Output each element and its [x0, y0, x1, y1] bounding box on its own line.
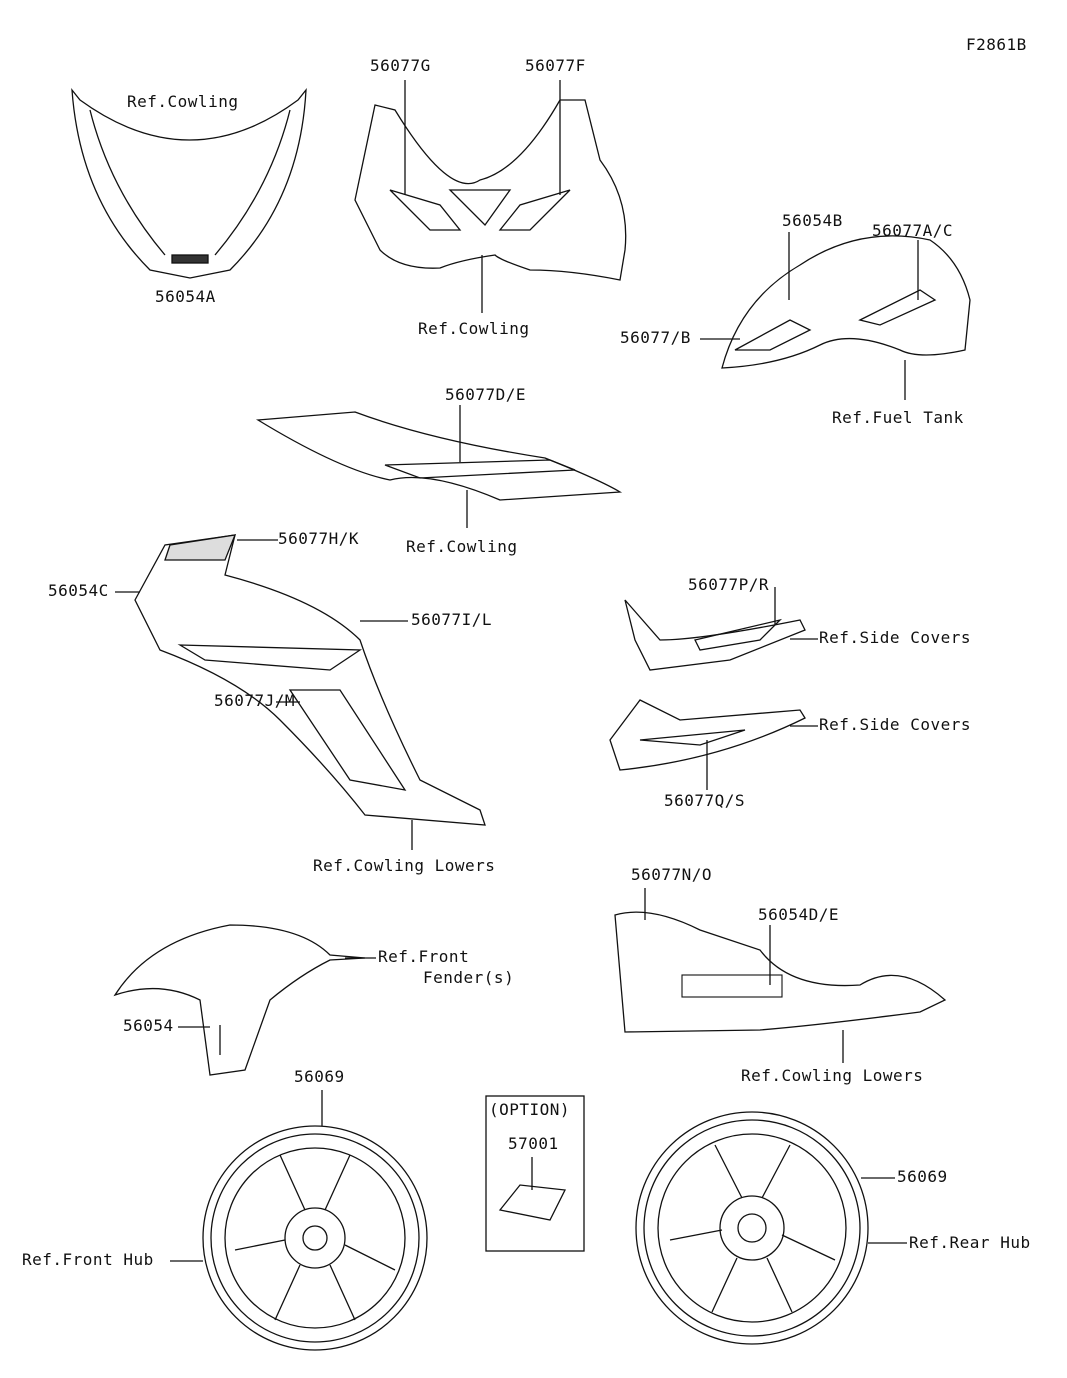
- rear-wheel-part-label: 56069: [897, 1167, 948, 1186]
- front-fender-ref-label-2: Fender(s): [423, 968, 515, 987]
- side-cover-drawing-upper: [624, 587, 818, 671]
- upper-cowl-drawing: [354, 80, 627, 313]
- part-56077de-label: 56077D/E: [445, 385, 527, 404]
- windscreen-ref-label: Ref.Cowling: [127, 92, 239, 111]
- part-56077pr-label: 56077P/R: [688, 575, 770, 594]
- fuel-tank-ref-label: Ref.Fuel Tank: [832, 408, 964, 427]
- part-56054de-label: 56054D/E: [758, 905, 840, 924]
- rear-wheel-drawing: [635, 1111, 907, 1345]
- part-57001-label: 57001: [508, 1134, 559, 1153]
- part-56077il-label: 56077I/L: [411, 610, 493, 629]
- part-56077ac-label: 56077A/C: [872, 221, 954, 240]
- front-wheel-part-label: 56069: [294, 1067, 345, 1086]
- option-box: [485, 1095, 585, 1252]
- cowling-lowers-ref-label: Ref.Cowling Lowers: [741, 1066, 924, 1085]
- valve-cap-drawing: [498, 1157, 566, 1221]
- windscreen-drawing: [71, 87, 307, 279]
- tail-cowl-drawing: [255, 405, 623, 528]
- front-wheel-drawing: [170, 1090, 428, 1351]
- front-fender-ref-label: Ref.Front: [378, 947, 470, 966]
- part-56054c-label: 56054C: [48, 581, 109, 600]
- option-title: (OPTION): [489, 1100, 571, 1119]
- part-56077qs-label: 56077Q/S: [664, 791, 746, 810]
- front-fender-drawing: [113, 924, 376, 1076]
- diagram-id: F2861B: [966, 35, 1027, 54]
- tail-cowl-ref-label: Ref.Cowling: [406, 537, 518, 556]
- part-56077jm-label: 56077J/M: [214, 691, 296, 710]
- part-56077f-label: 56077F: [525, 56, 586, 75]
- part-56077b-label: 56077/B: [620, 328, 691, 347]
- side-covers-ref-label-2: Ref.Side Covers: [819, 715, 971, 734]
- side-fairing-drawing: [115, 534, 486, 850]
- side-fairing-ref-label: Ref.Cowling Lowers: [313, 856, 496, 875]
- part-56054-label: 56054: [123, 1016, 174, 1035]
- part-56054a-label: 56054A: [155, 287, 216, 306]
- front-hub-ref-label: Ref.Front Hub: [22, 1250, 154, 1269]
- upper-cowl-ref-label: Ref.Cowling: [418, 319, 530, 338]
- part-56054b-label: 56054B: [782, 211, 843, 230]
- rear-hub-ref-label: Ref.Rear Hub: [909, 1233, 1031, 1252]
- part-56077no-label: 56077N/O: [631, 865, 713, 884]
- part-56077hk-label: 56077H/K: [278, 529, 360, 548]
- lower-cowl-drawing: [614, 888, 947, 1063]
- part-56077g-label: 56077G: [370, 56, 431, 75]
- side-cover-drawing-lower: [609, 699, 818, 790]
- side-covers-ref-label-1: Ref.Side Covers: [819, 628, 971, 647]
- fuel-tank-drawing: [700, 232, 971, 400]
